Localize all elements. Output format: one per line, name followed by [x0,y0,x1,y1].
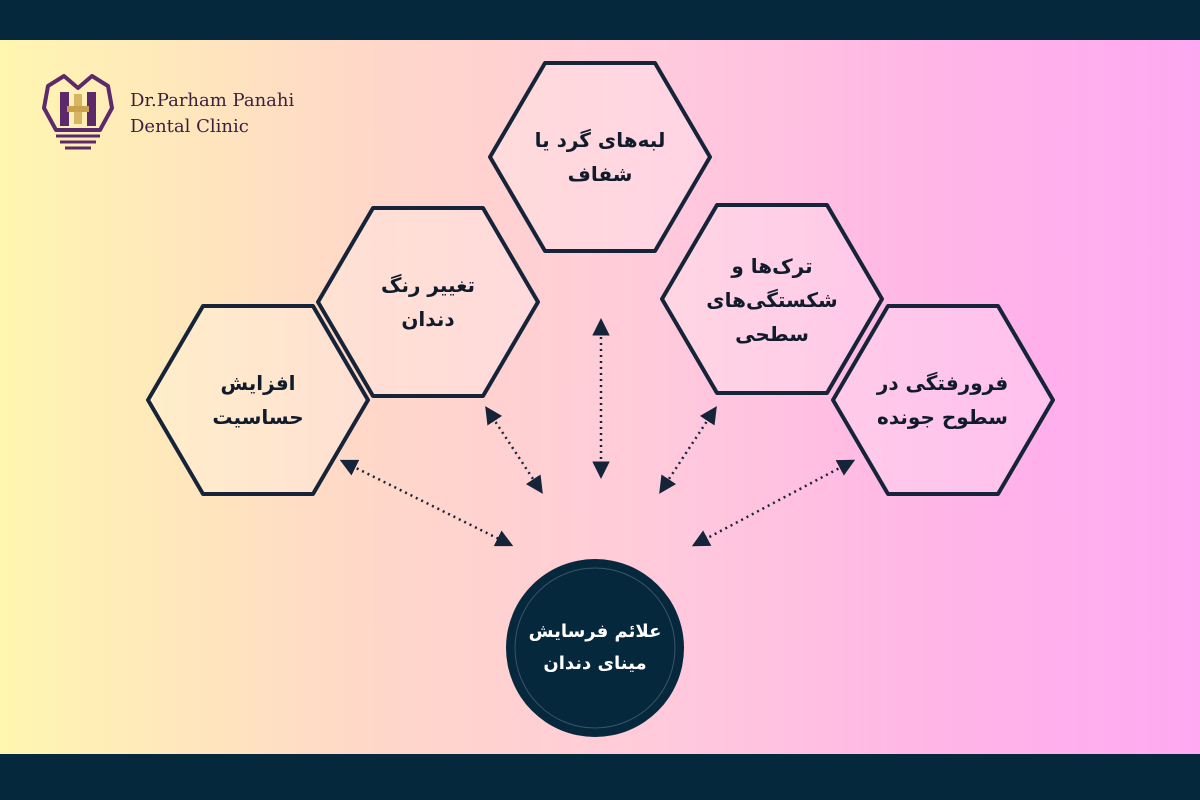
arrow-dents [691,459,856,547]
node-label-sensitivity: افزایش حساسیت [212,371,304,429]
clinic-name-line1: Dr.Parham Panahi [130,90,295,111]
hex-discoloration [316,206,540,398]
bottom-frame-bar [0,754,1200,800]
clinic-logo: Dr.Parham Panahi Dental Clinic [38,68,308,158]
arrow-sensitivity [339,459,514,547]
connector-arrows [339,318,856,547]
center-title: علائم فرسایش مینای دندان [528,621,662,674]
tooth-logo-icon [42,74,114,150]
center-node [506,559,684,737]
top-frame-bar [0,0,1200,40]
hexagons [146,61,1055,496]
hex-sensitivity [146,304,370,496]
clinic-name: Dr.Parham Panahi Dental Clinic [130,88,294,140]
hex-dents [831,304,1055,496]
arrow-cracks [659,406,717,494]
hex-cracks [660,203,884,395]
node-label-dents: فرورفتگی در سطوح جونده [876,371,1009,429]
clinic-name-line2: Dental Clinic [130,116,249,137]
hex-translucent-edges [488,61,712,253]
node-label-translucent-edges: لبه‌های گرد یا شفاف [534,128,666,186]
node-label-cracks: ترک‌ها و شکستگی‌های سطحی [706,254,838,346]
arrow-discoloration [485,406,543,494]
node-label-discoloration: تغییر رنگ دندان [380,273,476,331]
